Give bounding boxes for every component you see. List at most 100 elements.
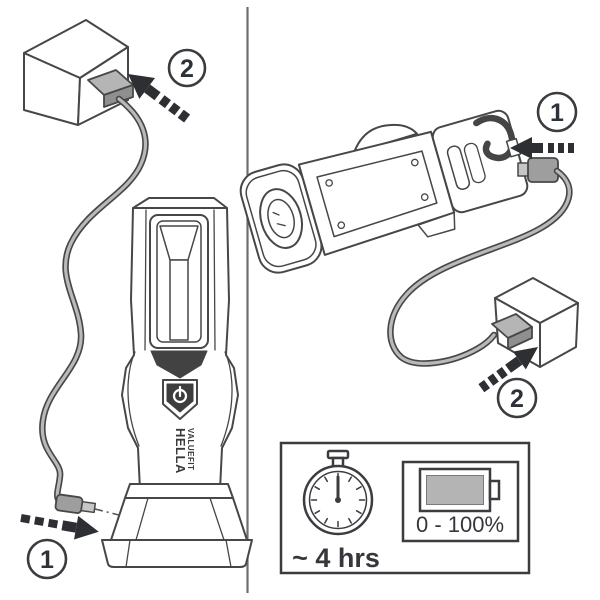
lens-panel — [149, 214, 209, 349]
arrow-dash — [568, 143, 574, 153]
adapter-usb-plug-icon — [87, 69, 134, 108]
adapter-right-face — [539, 302, 579, 368]
body-panel-lines — [144, 209, 216, 351]
battery-panel: 0 - 100% — [401, 460, 520, 543]
arrow-dash — [34, 516, 45, 526]
badge-circle — [496, 377, 538, 419]
battery-icon — [418, 467, 501, 513]
usb-port-slot — [446, 145, 471, 190]
tick — [324, 476, 329, 483]
stopwatch-center-dot — [335, 497, 341, 503]
arrow-dash — [478, 379, 490, 393]
screw — [337, 221, 346, 230]
right-panel: 1 2 — [239, 91, 579, 419]
device-usb-plug-icon — [517, 157, 559, 183]
top-hump — [352, 123, 418, 154]
plug-body — [54, 493, 84, 514]
adapter-usb-plug-icon-right — [491, 313, 533, 350]
step-number: 1 — [40, 546, 54, 574]
dock-base-lines — [125, 539, 232, 568]
tick — [355, 510, 362, 515]
charge-cable-right — [387, 167, 573, 367]
front-wedge — [150, 350, 208, 379]
tick — [348, 517, 353, 524]
hanging-hook-icon — [473, 115, 516, 162]
dock-usb-plug-icon — [54, 493, 97, 514]
power-adapter-left — [23, 19, 129, 126]
dock-fold-lines — [135, 497, 225, 541]
step-badge-right-adapter: 2 — [496, 377, 538, 419]
tail-slot — [463, 142, 486, 184]
charging-dock — [101, 483, 253, 568]
step-number: 2 — [180, 55, 194, 83]
device-plug-arrow-icon — [510, 137, 574, 159]
arrow-body — [144, 84, 161, 101]
lens-inner-ring — [267, 198, 295, 239]
arrow-dash — [47, 518, 59, 529]
step-number: 1 — [550, 99, 564, 127]
step-badge-left-adapter: 2 — [167, 48, 207, 88]
step-badge-left-dock: 1 — [26, 538, 68, 580]
arrow-dash — [20, 514, 31, 524]
work-light-front: HELLA VALUEFIT — [121, 197, 239, 491]
lens-reflections — [272, 211, 286, 227]
cable-core — [40, 97, 147, 503]
adapter-plug-arrow-icon — [128, 74, 191, 123]
arrow-dash — [548, 143, 554, 153]
adapter-plug-arrow-icon-right — [478, 347, 538, 393]
arrow-dash — [168, 102, 181, 116]
tick — [314, 486, 321, 491]
arrow-dash — [177, 109, 191, 123]
button-face — [166, 383, 194, 413]
battery-terminal — [488, 479, 501, 501]
dock-base — [101, 539, 253, 568]
alignment-line-left — [94, 508, 120, 516]
arrow-dash — [496, 367, 508, 380]
tail-seam — [429, 130, 456, 214]
brand-line1: HELLA — [173, 428, 188, 474]
stopwatch-icon — [302, 449, 374, 536]
charge-time-label: ~ 4 hrs — [292, 543, 380, 573]
charge-cable-left — [39, 95, 149, 505]
work-light-side — [239, 109, 529, 274]
arrow-head — [512, 347, 538, 370]
plug-front — [507, 326, 533, 350]
plug-tip — [80, 500, 97, 514]
power-button — [162, 379, 198, 420]
stopwatch-ticks — [310, 472, 366, 528]
plug-body — [527, 157, 559, 183]
left-panel: 2 — [20, 19, 253, 580]
arrow-dash — [158, 95, 171, 109]
step-number: 2 — [510, 385, 524, 413]
lens-strip — [169, 259, 189, 341]
battery-range-label: 0 - 100% — [416, 512, 504, 537]
arrow-body — [505, 356, 523, 373]
tick — [314, 510, 321, 515]
grip-lines — [127, 351, 233, 447]
arrow-body — [61, 520, 77, 533]
arrow-dash — [558, 143, 564, 153]
badge-circle — [167, 48, 207, 88]
arrow-head — [128, 74, 155, 99]
light-top-face — [132, 197, 228, 209]
badge-circle — [26, 538, 68, 580]
screw — [420, 193, 429, 201]
dock-body — [110, 497, 248, 541]
info-box: ~ 4 hrs 0 - 100% — [279, 441, 531, 575]
belt-clip — [417, 211, 456, 238]
dock-collar — [124, 483, 234, 499]
cable-core — [388, 169, 571, 365]
badge-circle — [536, 91, 578, 133]
dock-plug-arrow-icon — [20, 514, 99, 540]
tick — [348, 476, 353, 483]
brand-label: HELLA VALUEFIT — [173, 428, 195, 474]
step-badge-right-device: 1 — [536, 91, 578, 133]
tick — [324, 517, 329, 524]
stopwatch-inner-dial — [308, 470, 368, 530]
arrow-head — [510, 137, 532, 159]
arrow-body — [532, 143, 543, 153]
arrow-head — [74, 515, 99, 540]
battery-charge-fill — [426, 475, 484, 505]
